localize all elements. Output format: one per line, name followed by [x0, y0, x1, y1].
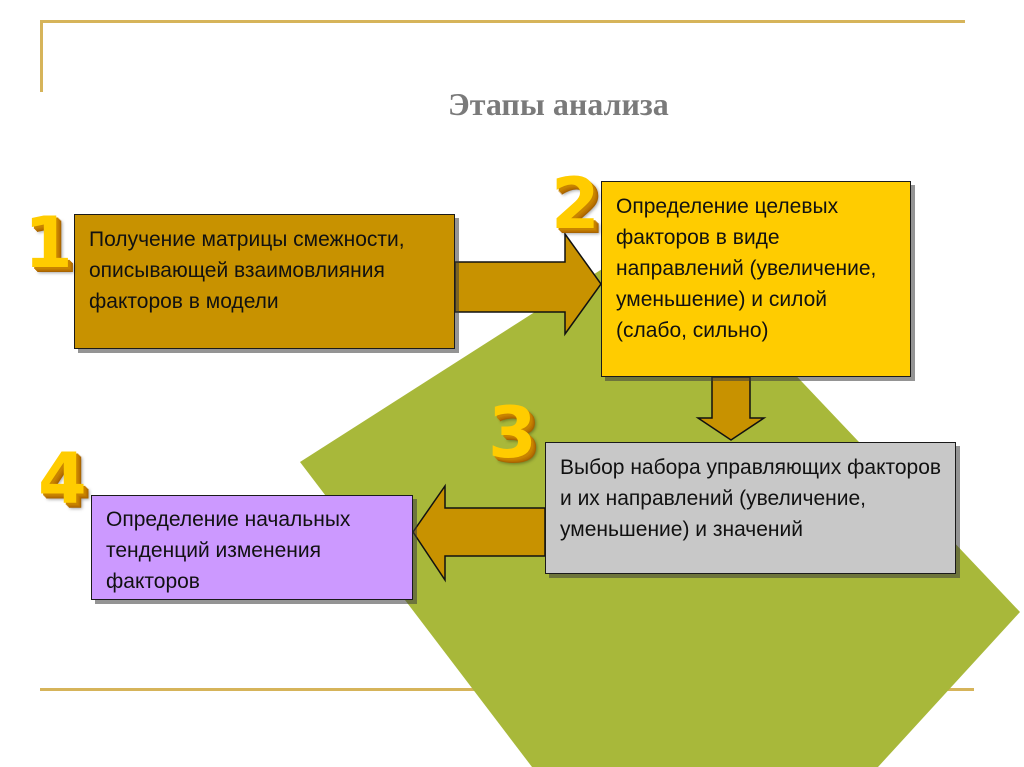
step-4-text: Определение начальных тенденций изменени…	[106, 508, 351, 593]
step-2-number: 2	[551, 163, 600, 245]
step-2-box: Определение целевых факторов в виде напр…	[601, 181, 911, 377]
step-3-text: Выбор набора управляющих факторов и их н…	[560, 456, 942, 541]
step-2-text: Определение целевых факторов в виде напр…	[616, 195, 877, 342]
arrow-2-to-3	[695, 376, 767, 441]
step-1-box: Получение матрицы смежности, описывающей…	[74, 214, 455, 349]
step-1-number: 1	[24, 202, 73, 284]
step-4-number: 4	[38, 438, 87, 520]
step-4-box: Определение начальных тенденций изменени…	[91, 495, 413, 600]
step-1-text: Получение матрицы смежности, описывающей…	[89, 228, 405, 313]
page-title: Этапы анализа	[448, 86, 669, 122]
arrow-3-to-4	[412, 483, 546, 583]
frame-top-line	[40, 20, 965, 23]
frame-left-line	[40, 20, 43, 92]
step-3-box: Выбор набора управляющих факторов и их н…	[545, 442, 956, 574]
step-3-number: 3	[488, 392, 537, 474]
arrow-1-to-2	[454, 231, 602, 337]
